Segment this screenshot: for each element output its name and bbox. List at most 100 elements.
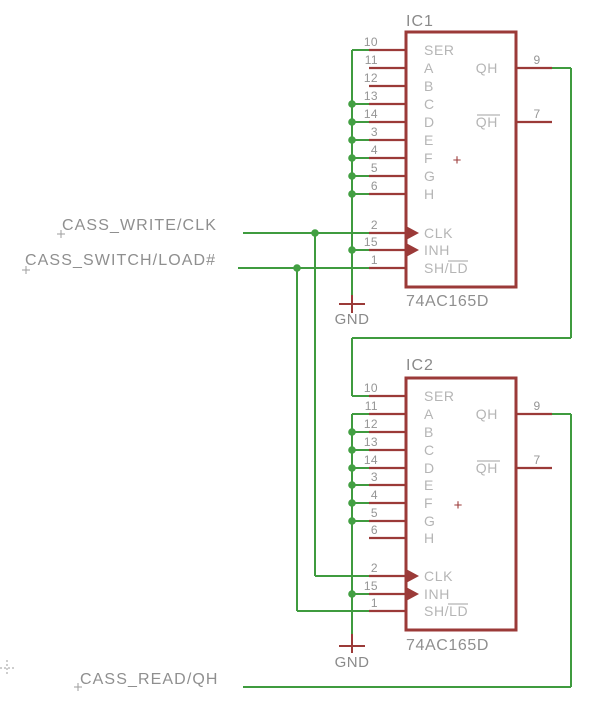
gnd1-symbol[interactable]: GND xyxy=(335,295,370,328)
pin-name: SH/LD xyxy=(424,603,468,619)
clock-edge-triangle xyxy=(406,587,419,601)
gnd-label: GND xyxy=(335,311,370,328)
pin-name: E xyxy=(424,132,434,148)
pin-name: E xyxy=(424,477,434,493)
pin-number: 12 xyxy=(364,71,378,85)
pin-name: B xyxy=(424,424,434,440)
pin-number: 14 xyxy=(364,107,378,121)
net-cass-read-qh[interactable] xyxy=(243,413,572,688)
ic1-part-number[interactable]: 74AC165D xyxy=(406,293,489,310)
pin-name: G xyxy=(424,168,436,184)
junction-dot xyxy=(348,499,356,507)
ic2-symbol[interactable]: IC2 74AC165D + 10 11 12 13 14 3 4 5 6 2 … xyxy=(364,357,552,654)
net-label-cass-write-clk[interactable]: CASS_WRITE/CLK xyxy=(62,217,217,234)
origin-cross xyxy=(57,230,65,238)
pin-number: 13 xyxy=(364,89,378,103)
pin-name: D xyxy=(424,460,435,476)
pin-number: 1 xyxy=(371,253,378,267)
pin-name: QH xyxy=(476,460,498,476)
ic2-part-number[interactable]: 74AC165D xyxy=(406,637,489,654)
pin-name: A xyxy=(424,60,434,76)
junction-dot xyxy=(348,481,356,489)
pin-name: CLK xyxy=(424,225,453,241)
pin-name: INH xyxy=(424,586,450,602)
pin-number: 2 xyxy=(371,218,378,232)
pin-number: 11 xyxy=(365,53,378,67)
pin-number: 15 xyxy=(364,579,378,593)
pin-name: H xyxy=(424,530,435,546)
clock-edge-triangle xyxy=(406,569,419,583)
junction-dot xyxy=(348,246,356,254)
gnd2-symbol[interactable]: GND xyxy=(335,634,370,671)
ic1-body[interactable] xyxy=(404,30,518,289)
junction-dot xyxy=(348,154,356,162)
pin-number: 5 xyxy=(371,506,378,520)
pin-number: 2 xyxy=(371,561,378,575)
junction-dot xyxy=(348,172,356,180)
junction-dot xyxy=(311,229,319,237)
net-gnd-bus-ic1[interactable] xyxy=(348,49,369,296)
pin-number: 4 xyxy=(371,143,378,157)
net-gnd-bus-ic2[interactable] xyxy=(348,413,369,635)
pin-number: 13 xyxy=(364,435,378,449)
pin-name: D xyxy=(424,114,435,130)
clock-edge-triangle xyxy=(406,226,419,240)
pin-number: 3 xyxy=(371,125,378,139)
pin-name: SH/LD xyxy=(424,260,468,276)
pin-name: QH xyxy=(476,60,498,76)
sheet-origin-cross xyxy=(0,660,15,676)
junction-dot xyxy=(348,190,356,198)
pin-number: 9 xyxy=(533,399,540,413)
pin-name: A xyxy=(424,406,434,422)
junction-dot xyxy=(348,136,356,144)
origin-cross xyxy=(74,683,82,691)
junction-dot xyxy=(348,590,356,598)
net-label-cass-read-qh[interactable]: CASS_READ/QH xyxy=(80,671,219,688)
net-label-cass-switch-load[interactable]: CASS_SWITCH/LOAD# xyxy=(25,252,216,269)
pin-name: QH xyxy=(476,406,498,422)
junction-dot xyxy=(348,517,356,525)
junction-dot xyxy=(348,100,356,108)
junction-dot xyxy=(348,464,356,472)
pin-number: 10 xyxy=(364,35,378,49)
pin-name: INH xyxy=(424,242,450,258)
pin-name: F xyxy=(424,150,433,166)
ic2-designator[interactable]: IC2 xyxy=(406,357,434,374)
junction-dot xyxy=(293,264,301,272)
pin-name: C xyxy=(424,96,435,112)
pin-name: F xyxy=(424,495,433,511)
pin-name: QH xyxy=(476,114,498,130)
pin-number: 9 xyxy=(533,53,540,67)
pin-number: 10 xyxy=(364,381,378,395)
net-ic1qh-to-ic2ser[interactable] xyxy=(351,67,572,397)
pin-name: CLK xyxy=(424,568,453,584)
ic1-designator[interactable]: IC1 xyxy=(406,13,434,30)
pin-number: 1 xyxy=(371,596,378,610)
pin-number: 5 xyxy=(371,161,378,175)
pin-name: SER xyxy=(424,388,455,404)
pin-number: 6 xyxy=(371,179,378,193)
ic1-origin-marker: + xyxy=(453,152,462,169)
pin-number: 3 xyxy=(371,470,378,484)
pin-number: 11 xyxy=(365,399,378,413)
pin-name: B xyxy=(424,78,434,94)
pin-name: SER xyxy=(424,42,455,58)
ic2-origin-marker: + xyxy=(454,497,463,514)
ic1-symbol[interactable]: IC1 74AC165D + 10 11 12 13 14 3 4 5 6 2 … xyxy=(364,13,552,310)
pin-name: C xyxy=(424,442,435,458)
gnd-label: GND xyxy=(335,654,370,671)
pin-number: 7 xyxy=(533,453,540,467)
pin-name: H xyxy=(424,186,435,202)
junction-dot xyxy=(348,428,356,436)
pin-number: 7 xyxy=(533,107,540,121)
pin-number: 12 xyxy=(364,417,378,431)
net-cass-write-clk[interactable] xyxy=(243,229,369,577)
junction-dot xyxy=(348,446,356,454)
pin-number: 14 xyxy=(364,453,378,467)
pin-name: G xyxy=(424,513,436,529)
net-cass-switch-load[interactable] xyxy=(238,264,369,612)
junction-dot xyxy=(348,118,356,126)
pin-number: 4 xyxy=(371,488,378,502)
